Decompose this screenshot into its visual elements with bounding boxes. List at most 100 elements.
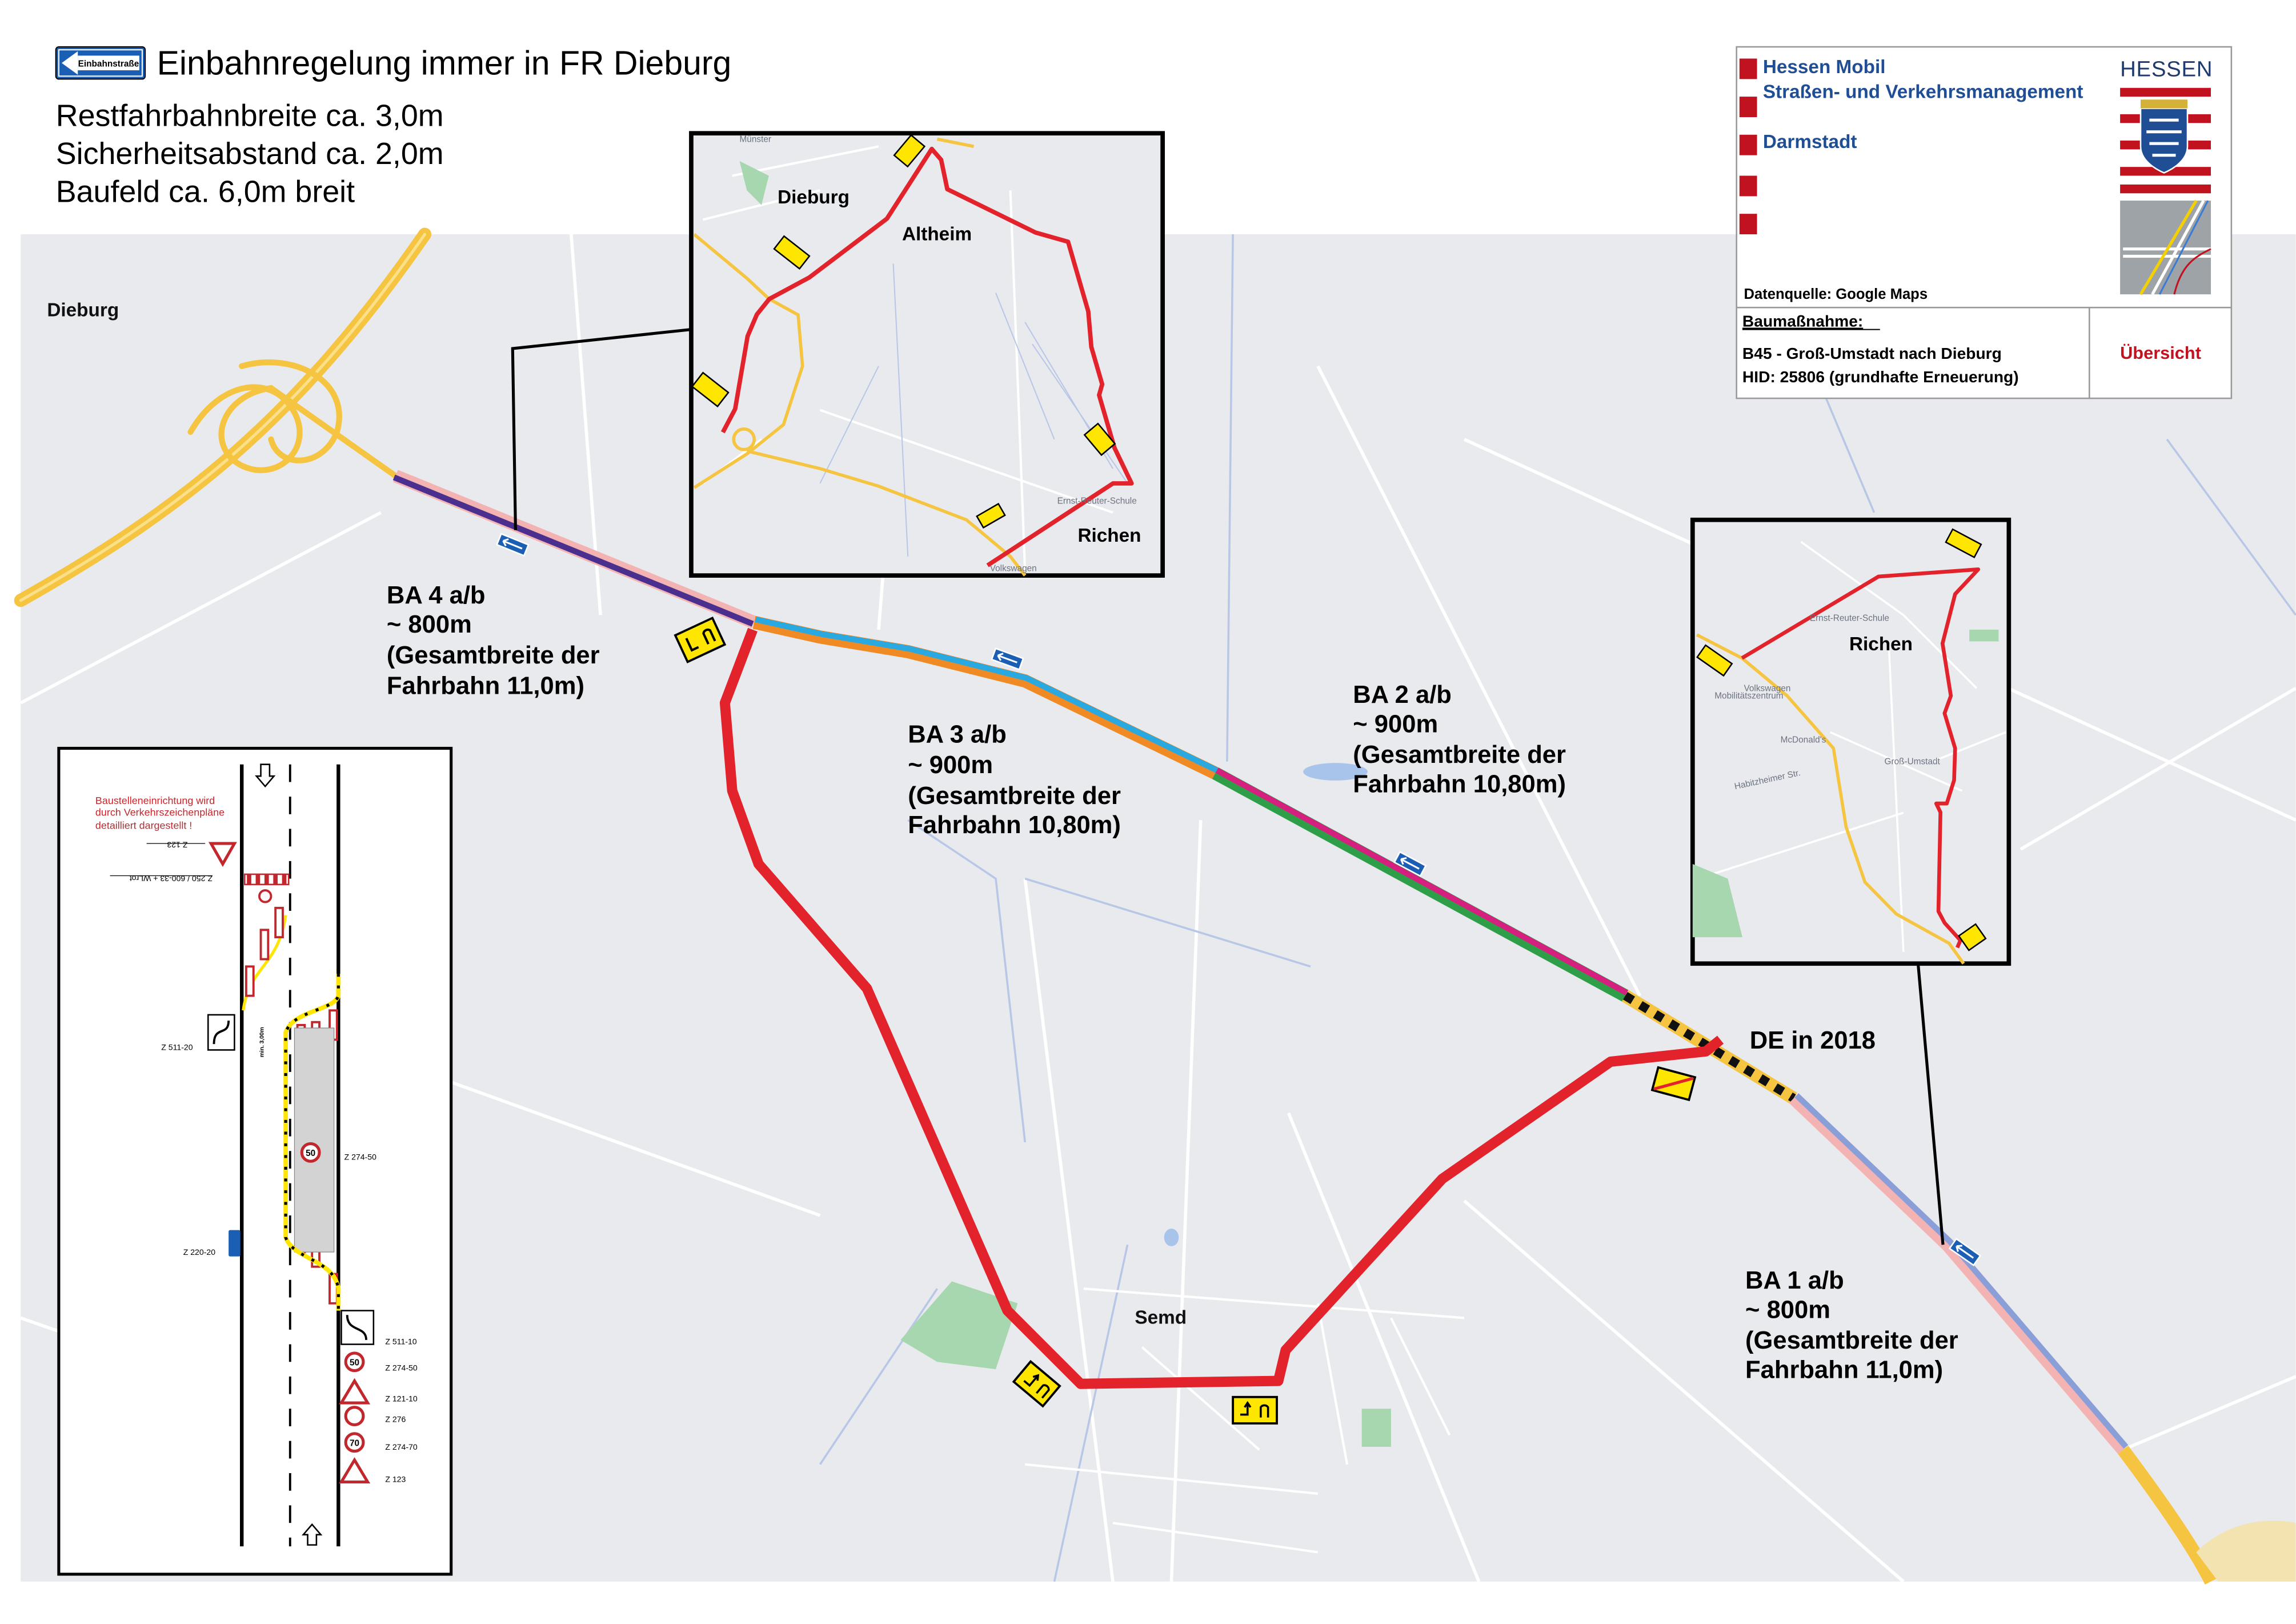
arrow-up-icon — [302, 1523, 323, 1546]
map-sections-1-note1: (Gesamtbreite der — [908, 782, 1121, 810]
detour-end-sign-icon — [1650, 1066, 1697, 1102]
poi-volkswagen-center: Mobilitätszentrum — [1714, 691, 1783, 701]
park — [900, 1281, 1018, 1370]
org-subtitle: Straßen- und Verkehrsmanagement — [1763, 82, 2083, 103]
map-sections-3-note2: Fahrbahn 11,0m) — [1745, 1356, 1943, 1383]
legend-speed-values-mid: 50 — [306, 1149, 315, 1158]
sign-label: Z 511-20 — [161, 1042, 193, 1051]
detour-sign-icon — [1696, 528, 1987, 951]
project-title: B45 - Groß-Umstadt nach Dieburg — [1742, 344, 2002, 362]
legend-note: durch Verkehrszeichenpläne — [95, 806, 225, 818]
legend-note: Baustelleneinrichtung wird — [95, 795, 215, 806]
map-sections-0-length: ~ 800m — [387, 611, 472, 638]
sign-label: Z 220-20 — [183, 1247, 216, 1257]
pond — [1303, 763, 1368, 781]
legend-note: detailliert dargestellt ! — [95, 819, 192, 831]
traffic-plan-panel: Baustelleneinrichtung wird durch Verkehr… — [57, 746, 453, 1576]
map-sections-1-note2: Fahrbahn 10,80m) — [908, 811, 1121, 839]
section-label-ba4: BA 4 a/b ~ 800m (Gesamtbreite der Fahrba… — [387, 582, 600, 700]
state-name: HESSEN — [2120, 57, 2212, 81]
map-sections-2-note2: Fahrbahn 10,80m) — [1353, 770, 1566, 798]
oneway-sign-icon — [1948, 1238, 1982, 1266]
highway-b26 — [14, 227, 432, 607]
highway-b45-south — [2118, 1446, 2217, 1585]
poi-volkswagen: Volkswagen — [1744, 684, 1791, 694]
sign-label: Z 123 — [385, 1474, 406, 1483]
inset-north-connector — [511, 328, 692, 530]
detour-sign-icon — [674, 616, 727, 663]
section-ba4[interactable] — [392, 470, 757, 629]
map-sections-1-name: BA 3 a/b — [908, 721, 1007, 748]
road-logo-icon — [2120, 199, 2211, 295]
work-zone — [294, 1027, 335, 1253]
roadworks-sign-icon — [338, 1457, 371, 1483]
project-label: Baumaßnahme: — [1742, 311, 1863, 330]
pond — [1164, 1229, 1179, 1246]
section-ba1[interactable] — [1789, 1093, 2129, 1454]
inset-south-highway — [1696, 633, 1965, 965]
section-label-ba1: BA 1 a/b ~ 800m (Gesamtbreite der Fahrba… — [1745, 1267, 1958, 1383]
data-source: Datenquelle: Google Maps — [1744, 286, 1928, 302]
header-line: Restfahrbahnbreite ca. 3,0m — [56, 98, 444, 133]
section-label-ba3: BA 3 a/b ~ 900m (Gesamtbreite der Fahrba… — [908, 721, 1121, 839]
speed-limit-sign-icon — [344, 1351, 365, 1373]
barrier-icon — [244, 873, 290, 886]
oneway-sign-icon — [496, 533, 530, 557]
inset-map-north[interactable]: Münster Dieburg Altheim Richen Ernst-Reu… — [689, 131, 1165, 578]
sign-label: Z 250 / 600-33 + WLrot — [130, 874, 213, 883]
inset-map-south[interactable]: Ernst-Reuter-Schule Richen Volkswagen Mo… — [1690, 517, 2011, 966]
brand-bar-icon — [1739, 58, 1757, 235]
org-name: Hessen Mobil — [1763, 57, 1886, 78]
place-label-dieburg: Dieburg — [47, 300, 119, 321]
poi-school: Ernst-Reuter-Schule — [1810, 614, 1889, 623]
place-label-altheim: Altheim — [902, 223, 972, 245]
header-line: Baufeld ca. 6,0m breit — [56, 175, 355, 209]
sign-label: Z 274-70 — [385, 1442, 418, 1451]
sign-label: Z 511-10 — [385, 1337, 416, 1346]
map-sections-0-note1: (Gesamtbreite der — [387, 642, 600, 669]
min-width-label: min. 3,00m — [259, 1027, 266, 1057]
inset-south-connector — [1916, 963, 1945, 1245]
park — [1361, 1409, 1391, 1447]
sign-label: Z 276 — [385, 1414, 406, 1423]
road-narrows-sign-icon — [338, 1378, 371, 1405]
oneway-sign-icon — [991, 647, 1024, 671]
map-sections-1-length: ~ 900m — [908, 751, 993, 779]
header: Einbahnstraße Einbahnregelung immer in F… — [55, 45, 732, 209]
place-label-richen: Richen — [1849, 634, 1913, 655]
detour-sign-icon — [1012, 1359, 1061, 1408]
keep-right-sign-icon — [229, 1230, 241, 1257]
title-block: Hessen Mobil Straßen- und Verkehrsmanage… — [1736, 46, 2233, 399]
detour-route[interactable] — [719, 627, 1724, 1389]
project-hid: HID: 25806 (grundhafte Erneuerung) — [1742, 367, 2019, 386]
place-label-dieburg: Dieburg — [778, 187, 850, 208]
map-sections-2-length: ~ 900m — [1353, 710, 1438, 738]
no-entry-sign-icon — [258, 889, 273, 903]
place-label-richen: Richen — [1077, 525, 1141, 546]
header-line: Sicherheitsabstand ca. 2,0m — [56, 137, 444, 171]
poi-volkswagen: Volkswagen — [990, 563, 1037, 573]
section-ba2[interactable] — [1212, 767, 1629, 1002]
sign-label: Z 274-50 — [385, 1363, 418, 1373]
sign-label: Z 121-10 — [385, 1394, 418, 1403]
detour-sign-icon — [691, 134, 1116, 529]
sign-label: Z 274-50 — [344, 1153, 377, 1162]
section-label-de-2018: DE in 2018 — [1750, 1027, 1876, 1054]
inset-north-detour-route — [720, 146, 1134, 567]
oneway-sign-icon — [1393, 851, 1427, 877]
map-sections-0-note2: Fahrbahn 11,0m) — [387, 673, 584, 700]
oneway-sign-icon: Einbahnstraße — [55, 46, 146, 80]
sheet-name: Übersicht — [2120, 343, 2201, 363]
section-label-ba2: BA 2 a/b ~ 900m (Gesamtbreite der Fahrba… — [1353, 681, 1566, 798]
header-oneway-sign-label: Einbahnstraße — [78, 59, 139, 69]
map-sections-2-name: BA 2 a/b — [1353, 681, 1452, 709]
sign-label: Z 123 — [167, 841, 187, 850]
page-title: Einbahnregelung immer in FR Dieburg — [157, 45, 732, 82]
place-label-semd: Semd — [1135, 1307, 1187, 1329]
section-ba3[interactable] — [752, 615, 1219, 779]
map-sections-3-note1: (Gesamtbreite der — [1745, 1327, 1958, 1354]
arrow-down-icon — [255, 763, 276, 788]
poi-mcdonalds: McDonald's — [1781, 735, 1826, 745]
speed-limit-sign-icon — [300, 1142, 321, 1163]
roadworks-sign-icon — [208, 842, 237, 867]
